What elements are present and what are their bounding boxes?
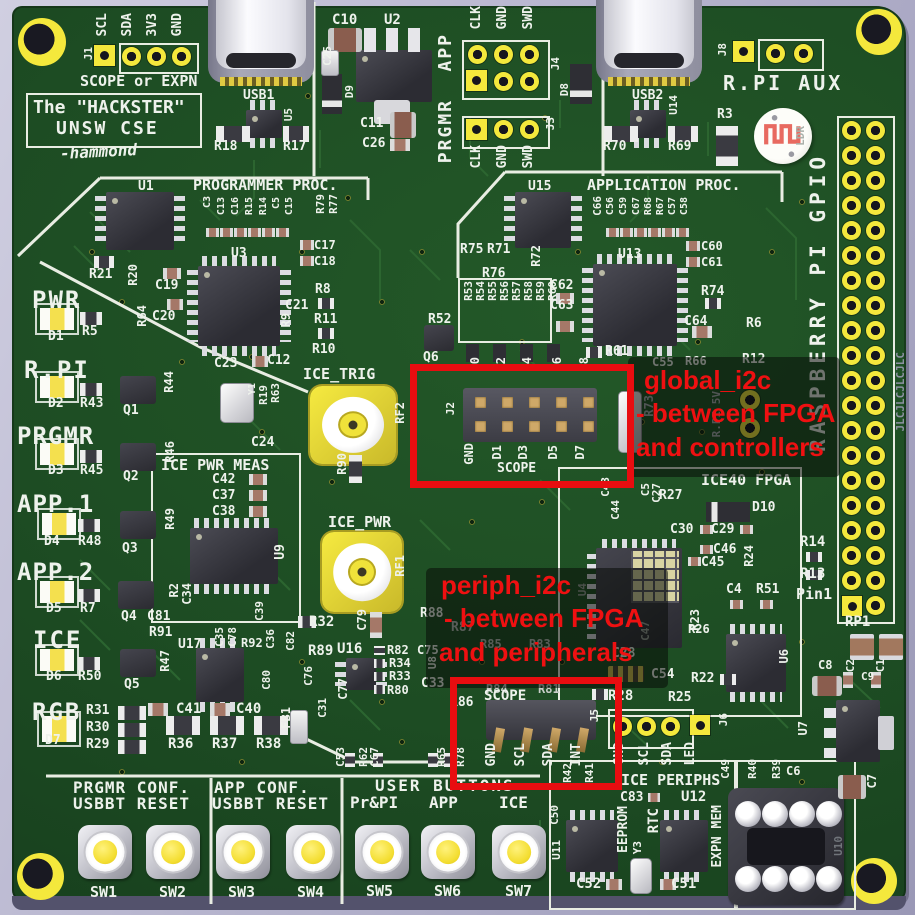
annotation-box-periph-i2c	[450, 677, 622, 790]
pcb-board-side	[12, 896, 906, 910]
annotation-periph-line2: - between FPGA	[444, 603, 644, 633]
annotation-periph-line1: periph_i2c	[441, 570, 572, 600]
annotation-backdrop-global	[628, 357, 840, 477]
annotation-global-line1: global_i2c	[644, 365, 772, 395]
annotation-backdrop-periph	[426, 568, 668, 688]
annotation-global-line3: and controllers	[636, 432, 824, 462]
annotation-periph-line3: and peripherals	[439, 637, 633, 667]
annotation-box-global-i2c	[410, 364, 634, 488]
annotation-global-line2: - between FPGA	[636, 398, 836, 428]
